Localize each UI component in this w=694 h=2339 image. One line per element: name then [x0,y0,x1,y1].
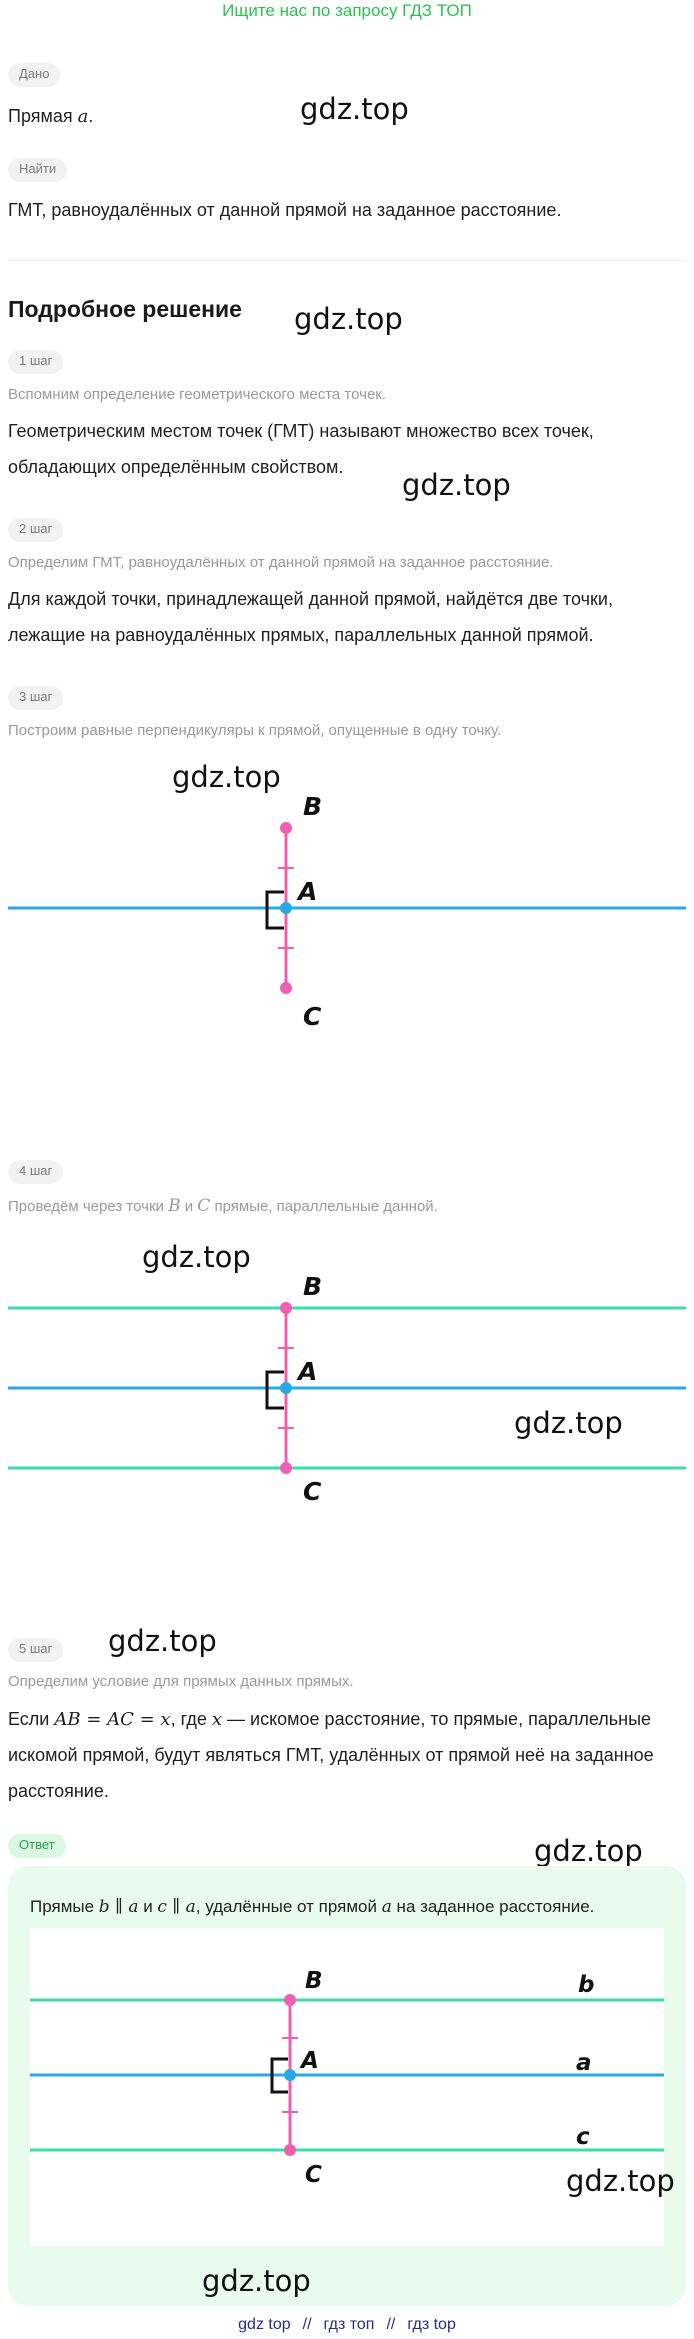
point-b [280,1302,292,1314]
step-2-line2: лежащие на равноудалённых прямых, паралл… [8,625,594,645]
label-line-a: a [576,2050,592,2076]
watermark: gdz.top [172,760,281,794]
step-5-badge: 5 шаг [8,1638,64,1662]
point-c [284,2144,296,2156]
answer-mid: , удалённые от прямой [195,1897,382,1916]
label-a: A [296,1357,317,1386]
right-angle-mark [265,1370,284,1410]
watermark: gdz.top [566,2164,675,2198]
step-2-line1: Для каждой точки, принадлежащей данной п… [8,589,613,609]
given-var: a [77,106,89,127]
footer-link-3[interactable]: гдз top [407,2316,456,2333]
given-prefix: Прямая [8,106,78,126]
answer-text: Прямые b ∥ a и c ∥ a, удалённые от прямо… [30,1896,594,1918]
answer-math-2: c ∥ a [157,1897,196,1917]
footer-link-2[interactable]: гдз топ [323,2316,375,2333]
point-b [280,822,292,834]
point-b [284,1994,296,2006]
step-5-var-x: x [211,1709,223,1730]
label-line-b: b [578,1972,594,1998]
footer-separator: // [386,2316,396,2333]
answer-badge: Ответ [8,1834,66,1858]
step-5-line1-suffix: — искомое расстояние, то прямые, паралле… [222,1709,652,1729]
step-1-label: 1 шаг [8,350,64,374]
watermark: gdz.top [108,1624,217,1658]
label-b: B [303,1272,322,1301]
find-label: Найти [8,158,68,182]
point-c [280,1462,292,1474]
answer-prefix: Прямые [30,1897,99,1916]
step-4-label: 4 шаг [8,1160,64,1184]
watermark: gdz.top [514,1406,623,1440]
step-5-line2: искомой прямой, будут являться ГМТ, удал… [8,1745,654,1765]
step-1-hint: Вспомним определение геометрического мес… [8,386,387,403]
step-4-badge: 4 шаг [8,1160,64,1184]
step-3-badge: 3 шаг [8,686,64,710]
point-a [280,1382,292,1394]
step-5-line1: Если AB = AC = x, где x — искомое рассто… [8,1701,651,1738]
answer-math-1: b ∥ a [98,1897,139,1917]
step-1-line1: Геометрическим местом точек (ГМТ) называ… [8,421,594,441]
step-2-badge: 2 шаг [8,518,64,542]
given-text: Прямая a. [8,98,93,135]
answer-and: и [138,1897,158,1916]
step-4-var-b: B [168,1196,181,1216]
point-c [280,982,292,994]
find-section: Найти [8,158,68,182]
step-5-line3: расстояние. [8,1781,109,1801]
right-angle-mark [270,2057,288,2094]
find-text: ГМТ, равноудалённых от данной прямой на … [8,200,562,220]
given-label: Дано [8,63,61,87]
label-line-c: c [576,2124,590,2150]
step-4-hint: Проведём через точки B и C прямые, парал… [8,1195,438,1218]
top-banner: Ищите нас по запросу ГДЗ ТОП [222,1,472,20]
watermark: gdz.top [294,302,403,336]
step-4-hint-mid: и [180,1198,198,1215]
footer-link-1[interactable]: gdz top [238,2316,291,2333]
step-1-badge: 1 шаг [8,350,64,374]
watermark: gdz.top [300,92,409,126]
label-c: C [305,2162,322,2188]
label-c: C [303,1477,322,1506]
footer: gdz top // гдз топ // гдз top [0,2316,694,2334]
divider [8,260,686,261]
step-3-hint: Построим равные перпендикуляры к прямой,… [8,722,502,739]
label-c: C [303,1002,322,1030]
step-5-label: 5 шаг [8,1638,64,1662]
watermark: gdz.top [142,1240,251,1274]
figure-step-4: B A C [8,1272,686,1506]
given-suffix: . [88,106,94,126]
step-5-hint: Определим условие для прямых данных прям… [8,1673,354,1690]
footer-separator: // [302,2316,312,2333]
step-5-line1-mid: , где [170,1709,212,1729]
step-3-label: 3 шаг [8,686,64,710]
given-section: Дано [8,63,61,87]
solution-title: Подробное решение [8,296,242,322]
step-4-var-c: C [197,1196,211,1216]
step-1-line2: обладающих определённым свойством. [8,457,344,477]
step-5-line1-prefix: Если [8,1709,55,1729]
figure-step-3: B A C [8,792,686,1030]
answer-var: a [381,1897,392,1917]
watermark: gdz.top [202,2264,311,2298]
watermark: gdz.top [402,468,511,502]
watermark: gdz.top [534,1834,643,1868]
right-angle-mark [265,890,284,930]
step-2-hint: Определим ГМТ, равноудалённых от данной … [8,554,554,571]
label-b: B [303,792,322,821]
label-b: B [305,1968,323,1994]
figure-answer: B A C b a c [30,1968,664,2188]
answer-figure-panel [30,1928,664,2246]
label-a: A [299,2048,319,2074]
label-a: A [296,877,317,906]
answer-label: Ответ [8,1834,66,1858]
step-4-hint-prefix: Проведём через точки [8,1198,169,1215]
step-2-label: 2 шаг [8,518,64,542]
step-5-equation: AB = AC = x [54,1709,171,1730]
point-a [280,902,292,914]
point-a [284,2069,296,2081]
step-4-hint-suffix: прямые, параллельные данной. [210,1198,438,1215]
answer-suffix: на заданное расстояние. [391,1897,595,1916]
